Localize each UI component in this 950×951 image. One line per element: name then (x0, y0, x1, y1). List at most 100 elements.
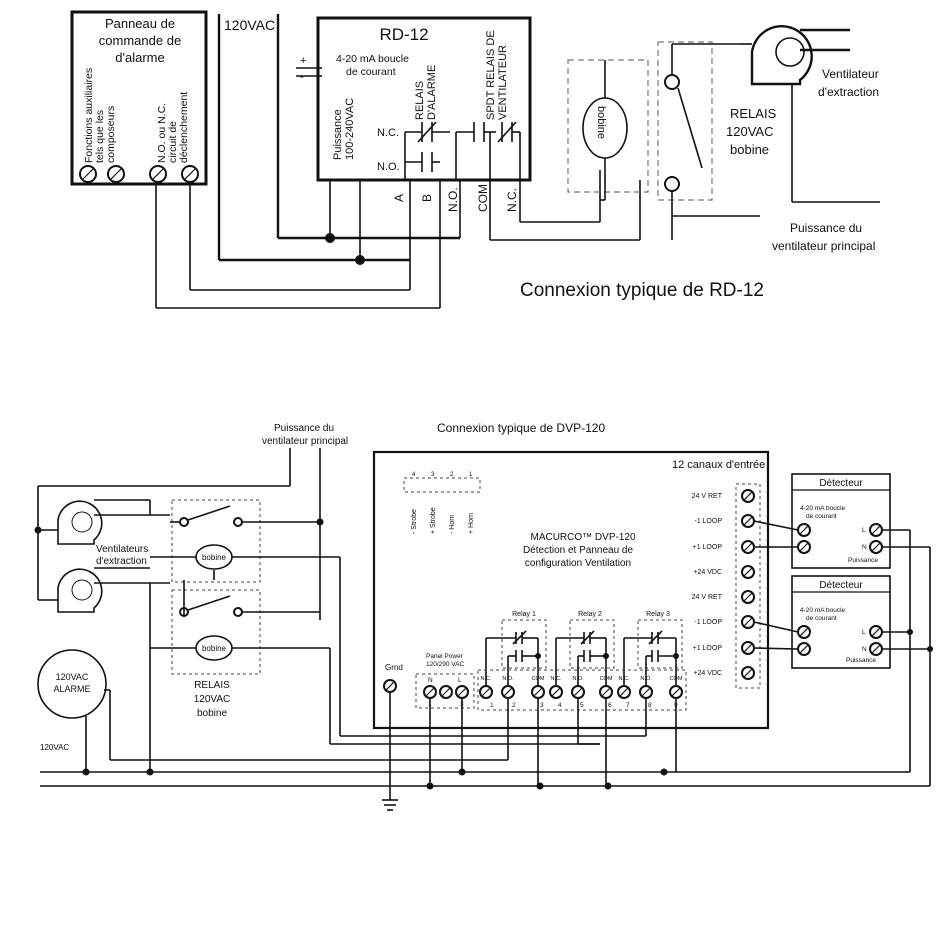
relay1-box (501, 619, 547, 669)
panel-power-block (415, 673, 475, 709)
alarm-relay-no: N.O. (377, 161, 400, 173)
rn-4: 4 (558, 702, 562, 709)
panel-power-2: 120/290 VAC (426, 661, 464, 668)
coil-label: bobine (595, 106, 607, 139)
rd12-loop-2: de courant (346, 66, 396, 78)
aux-functions-3: composeurs (105, 106, 117, 163)
rt-label-6: -1 LOOP (694, 619, 722, 626)
panel-power-1: Panel Power (426, 653, 464, 660)
rt-label-1: 24 V RET (692, 493, 723, 500)
relay1-label: Relay 1 (512, 611, 536, 618)
detector-1-title: Détecteur (819, 478, 863, 489)
rd12-plus: + (300, 55, 306, 67)
relay2-contacts (555, 630, 609, 686)
rt-no-3: N.O. (640, 676, 652, 682)
rd12-minus: - (300, 71, 304, 83)
term-a: A (392, 194, 406, 202)
rt-com-1: COM (532, 676, 545, 682)
coil-2-label: bobine (202, 644, 227, 653)
strobe-minus: - Strobe (411, 509, 418, 534)
relay2-label: Relay 2 (578, 611, 602, 618)
detector-2-title: Détecteur (819, 580, 863, 591)
alarm-panel-box (70, 10, 208, 186)
top-num-4: 4 (412, 472, 416, 478)
rt-label-7: +1 LOOP (693, 645, 723, 652)
fan-label-1: Ventilateur (822, 67, 879, 81)
relay-terminals (479, 685, 683, 699)
rt-no-1: N.O. (502, 676, 514, 682)
rt-com-2: COM (600, 676, 613, 682)
vent-relay-1: SPDT RELAIS DE (485, 30, 497, 120)
rd12-power-2: 100-240VAC (344, 98, 356, 160)
rn-7: 7 (626, 702, 630, 709)
fans-label-2: d'extraction (96, 556, 147, 567)
relay3-contacts (623, 630, 679, 686)
fans-label-1: Ventilateurs (96, 544, 148, 555)
rd12-box (316, 16, 532, 182)
dvp120-section: Connexion typique de DVP-120 Puissance d… (34, 421, 933, 811)
strobe-horn-block (403, 477, 481, 493)
trip-circuit-2: circuit de (167, 121, 179, 163)
rd12-section: Panneau de commande de d'alarme Fonction… (70, 10, 880, 309)
rn-5: 5 (580, 702, 584, 709)
rt-nc-2: N.C. (551, 676, 562, 682)
detector-2-n: N (862, 646, 867, 653)
dvp120-box (372, 450, 770, 730)
rn-2: 2 (512, 702, 516, 709)
trip-circuit-1: N.O. ou N.C. (156, 103, 168, 163)
rn-8: 8 (648, 702, 652, 709)
detector-1-loop-1: 4-20 mA boucle (800, 505, 846, 512)
detector-1-box (791, 473, 891, 569)
detector-1-l: L (862, 527, 866, 534)
bottom-main-power-1: Puissance du (274, 423, 334, 434)
aux-functions-1: Fonctions auxiliaires (83, 68, 95, 163)
top-num-2: 2 (450, 472, 454, 478)
rt-nc-1: N.C. (481, 676, 492, 682)
dvp-name-3: configuration Ventilation (525, 558, 631, 569)
detector-1-power: Puissance (848, 557, 878, 564)
relay-label-2: 120VAC (726, 124, 773, 139)
term-no: N.O. (446, 187, 460, 212)
relay-box-2 (171, 589, 261, 675)
rn-3: 3 (540, 702, 544, 709)
rt-nc-3: N.C. (619, 676, 630, 682)
trip-circuit-3: déclenchement (178, 92, 190, 163)
strobe-plus: + Strobe (430, 507, 437, 534)
relay1-contacts (485, 630, 541, 686)
alarm-panel-title-2: commande de (99, 33, 181, 48)
rn-1: 1 (490, 702, 494, 709)
alarm-panel-terminals (79, 165, 199, 183)
detector-2-box (791, 575, 891, 669)
relay-label-3: bobine (730, 142, 769, 157)
term-nc: N.C. (505, 188, 519, 212)
top-num-3: 3 (431, 472, 435, 478)
relay-label-1: RELAIS (730, 106, 777, 121)
alarm-relay-1: RELAIS (414, 81, 426, 120)
rt-label-5: 24 V RET (692, 594, 723, 601)
bottom-supply-label: 120VAC (40, 743, 69, 752)
coil-dashed-box (567, 59, 649, 193)
pp-n: N (428, 677, 433, 684)
rt-no-2: N.O. (572, 676, 584, 682)
bottom-main-power-2: ventilateur principal (262, 436, 348, 447)
detector-2-loop-1: 4-20 mA boucle (800, 607, 846, 614)
coil-1-label: bobine (202, 553, 227, 562)
horn-plus: + Horn (468, 513, 475, 534)
pp-l: L (458, 677, 462, 684)
relay-terminal-block (477, 669, 687, 711)
grnd-label: Grnd (385, 663, 403, 672)
top-supply-label: 120VAC (224, 17, 275, 33)
detector-1-n: N (862, 544, 867, 551)
top-num-1: 1 (469, 472, 473, 478)
alarm-label-1: 120VAC (56, 672, 89, 682)
alarm-relay-nc: N.C. (377, 127, 399, 139)
relay-box-1 (171, 499, 261, 583)
alarm-panel-title-1: Panneau de (105, 16, 175, 31)
relay3-label: Relay 3 (646, 611, 670, 618)
dvp-name-2: Détection et Panneau de (523, 545, 634, 556)
bottom-relay-1: RELAIS (194, 680, 230, 691)
rd12-diagram-title: Connexion typique de RD-12 (520, 280, 764, 301)
bottom-relay-3: bobine (197, 708, 227, 719)
main-power-2: ventilateur principal (772, 239, 875, 253)
